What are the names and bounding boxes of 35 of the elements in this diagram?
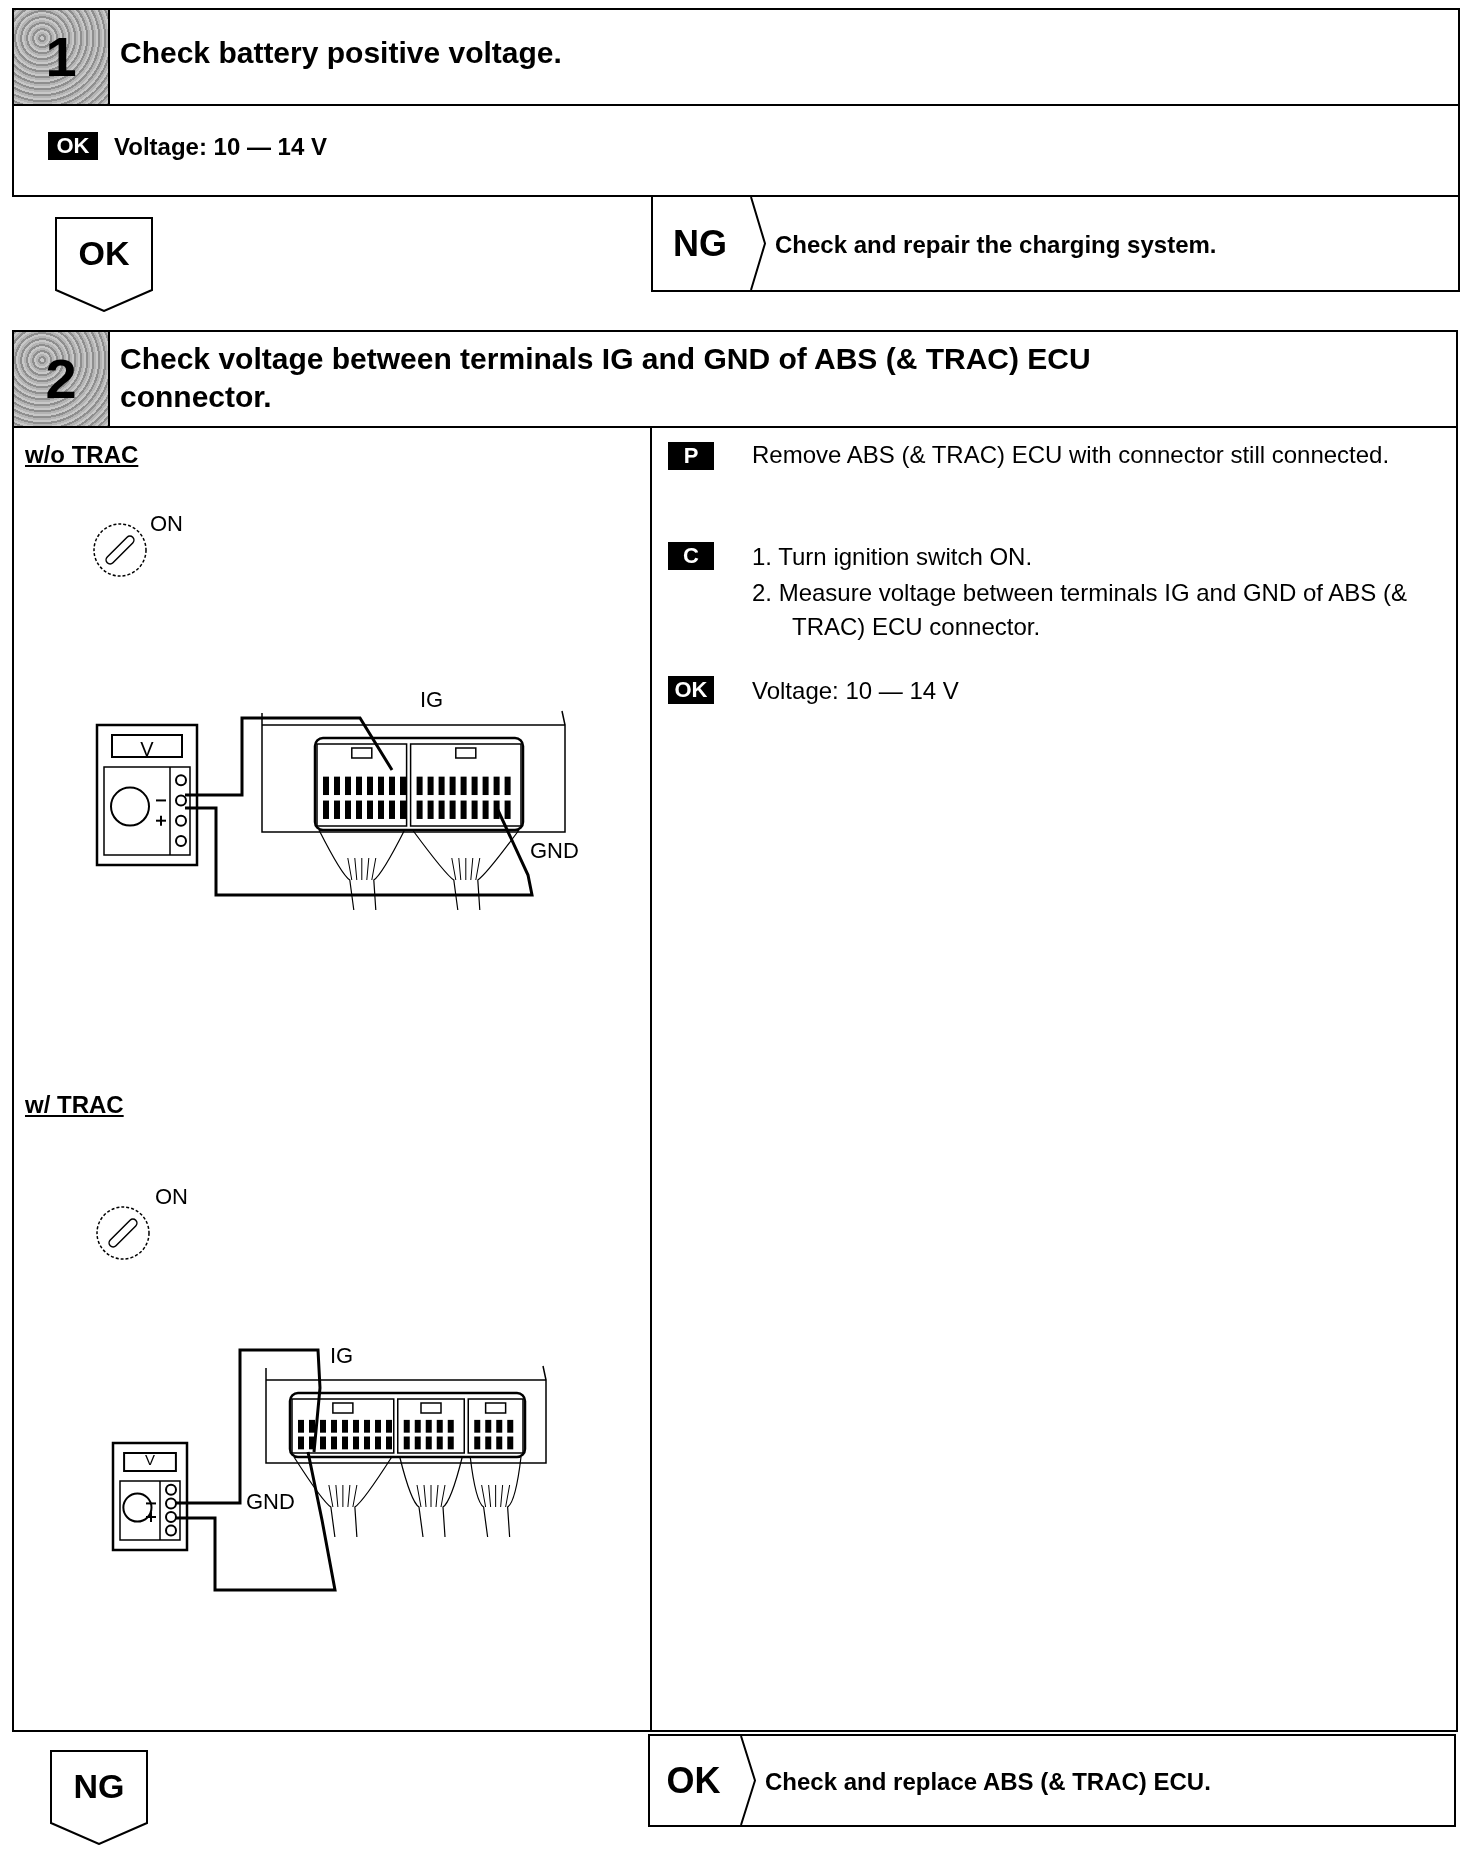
down-arrow-tag (55, 217, 153, 312)
step-number: 2 (14, 332, 108, 426)
meter-label: V (139, 737, 155, 762)
section-heading: w/ TRAC (25, 1090, 124, 1120)
instruction-text: Check and replace ABS (& TRAC) ECU. (765, 1766, 1211, 1797)
status-label: OK (77, 233, 131, 273)
section-heading: w/o TRAC (25, 440, 139, 470)
result-box (648, 1734, 1456, 1827)
spec-text: Voltage: 10 — 14 V (114, 132, 327, 162)
instruction-text: Remove ABS (& TRAC) ECU with connector still connected. (752, 440, 1391, 470)
meter-label: V (144, 1450, 156, 1470)
switch-position-label: ON (150, 510, 183, 538)
check-badge: OK (668, 676, 714, 704)
step-title: Check voltage between terminals IG and GND of ABS (& TRAC) ECU connector. (120, 341, 1092, 415)
terminal-label: IG (420, 686, 444, 714)
instruction-text: 2. Measure voltage between terminals IG and GND of ABS (& TRAC) ECU connector. (752, 578, 1408, 642)
status-label: NG (72, 1766, 126, 1806)
instruction-text: Check and repair the charging system. (775, 229, 1217, 260)
result-box (651, 195, 1460, 292)
terminal-label: IG (330, 1342, 354, 1370)
terminal-label: GND (246, 1488, 295, 1516)
step-box (12, 330, 1458, 1732)
check-badge: P (668, 442, 714, 470)
status-label: OK (665, 1758, 722, 1803)
check-badge: OK (48, 132, 98, 160)
status-label: NG (672, 221, 728, 266)
step-number: 1 (14, 10, 108, 104)
check-badge: C (668, 542, 714, 570)
instruction-text: 1. Turn ignition switch ON. (752, 542, 1034, 572)
down-arrow-tag (50, 1750, 148, 1845)
step-title: Check battery positive voltage. (120, 35, 563, 71)
spec-text: Voltage: 10 — 14 V (752, 676, 959, 706)
terminal-label: GND (530, 837, 579, 865)
step-box (12, 8, 1460, 197)
switch-position-label: ON (155, 1183, 188, 1211)
